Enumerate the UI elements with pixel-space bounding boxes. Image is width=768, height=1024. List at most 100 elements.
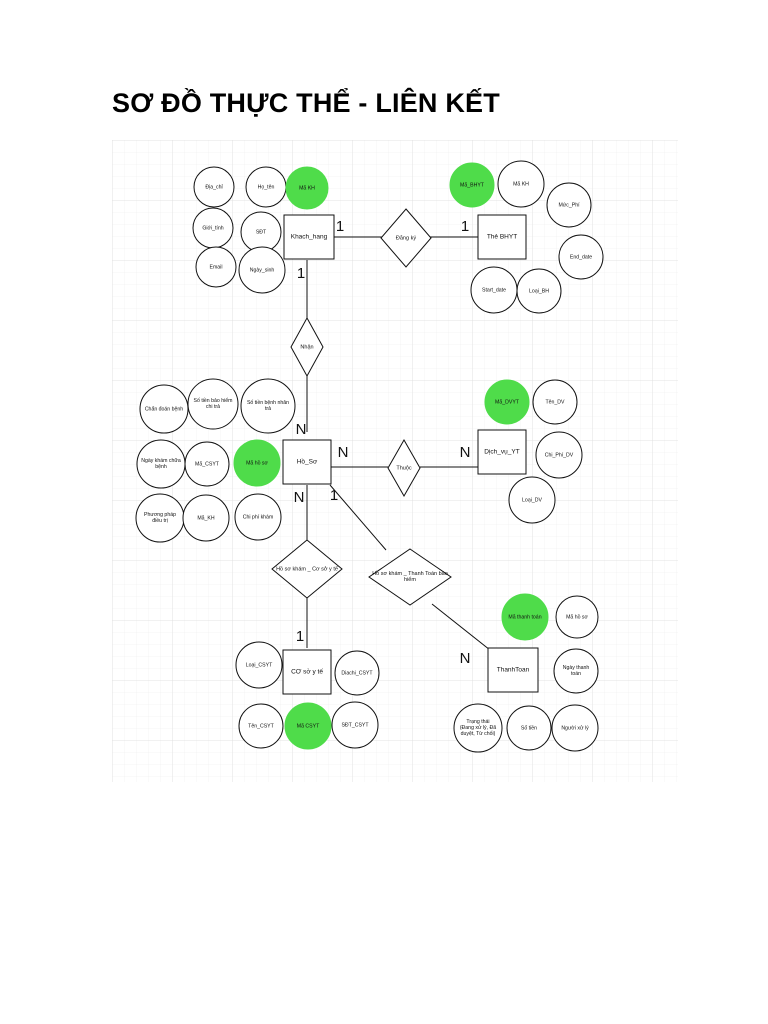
attribute-ma-kh: Mã KH — [285, 166, 329, 210]
cardinality-label: N — [296, 421, 307, 438]
attribute-label: Giới_tính — [202, 225, 223, 231]
attribute-label: Mã KH — [513, 181, 529, 187]
attribute-label: Tên_CSYT — [248, 723, 274, 729]
entity-label: Khach_hang — [291, 234, 328, 241]
attribute-end-date: End_date — [558, 234, 604, 280]
attribute-label: Mã thanh toán — [508, 614, 541, 620]
attribute-hs-ma-csyt: Mã_CSYT — [184, 441, 230, 487]
attribute-label: Mã hồ sơ — [566, 614, 588, 620]
attribute-ma-thanh-toan: Mã thanh toán — [501, 593, 549, 641]
attribute-label: Người xử lý — [561, 724, 589, 731]
attribute-label: Họ_tên — [258, 184, 275, 190]
relationship-thuoc: Thuộc — [387, 438, 421, 498]
attribute-ten-csyt: Tên_CSYT — [238, 703, 284, 749]
entity-label: Dịch_vụ_YT — [484, 449, 519, 456]
relationship-dang-ky: Đăng ký — [380, 208, 432, 268]
relationship-label: Nhận — [300, 344, 313, 350]
attribute-label: Ngày_sinh — [250, 267, 275, 273]
attribute-loai-bh: Loại_BH — [516, 268, 562, 314]
attribute-label: End_date — [570, 254, 592, 260]
attribute-label: Mức_Phí — [558, 202, 580, 208]
cardinality-label: N — [460, 650, 471, 667]
attribute-label: Mã_CSYT — [195, 461, 220, 467]
er-diagram: Khach_hang Thẻ BHYT Hồ_Sơ Dịch_vụ_YT CƠ sở y… — [112, 140, 678, 782]
attribute-sdt: SĐT — [240, 211, 282, 253]
attribute-loai-csyt: Loại_CSYT — [235, 641, 283, 689]
attribute-loai-dv: Loại_DV — [508, 476, 556, 524]
entity-co-so-y-te: CƠ sở y tế — [282, 649, 332, 695]
attribute-dia-chi: Địa_chỉ — [193, 166, 235, 208]
attribute-label: Mã_KH — [197, 515, 215, 521]
attribute-label: Địa_chỉ — [205, 183, 223, 190]
attribute-muc-phi: Mức_Phí — [546, 182, 592, 228]
attribute-bhyt-ma-kh: Mã KH — [497, 160, 545, 208]
attribute-nguoi-xu-ly: Người xử lý — [551, 704, 599, 752]
attribute-label: Mã_BHYT — [460, 182, 485, 188]
attribute-label: Mã CSYT — [297, 723, 320, 729]
attribute-ten-dv: Tên_DV — [532, 379, 578, 425]
attribute-chi-phi-kham: Chi phí khám — [234, 493, 282, 541]
attribute-ma-csyt: Mã CSYT — [284, 702, 332, 750]
attribute-label: SĐT_CSYT — [341, 722, 369, 728]
relationship-label: Hồ sơ khám _ Cơ sở y tế — [276, 565, 338, 572]
page-title: SƠ ĐỒ THỰC THỂ - LIÊN KẾT — [112, 88, 500, 118]
attribute-label: Chi_Phí_DV — [545, 452, 574, 458]
attribute-ma-dvyt: Mã_DVYT — [484, 379, 530, 425]
attribute-gioi-tinh: Giới_tính — [192, 207, 234, 249]
attribute-ma-bhyt: Mã_BHYT — [449, 162, 495, 208]
cardinality-label: N — [294, 489, 305, 506]
attribute-label: Loại_DV — [522, 497, 542, 503]
entity-label: Thẻ BHYT — [487, 234, 517, 241]
relationship-label: Thuộc — [396, 465, 412, 471]
attribute-diachi-csyt: Diachi_CSYT — [334, 650, 380, 696]
cardinality-label: N — [460, 444, 471, 461]
attribute-chan-doan-benh: Chẩn đoán bệnh — [139, 384, 189, 434]
entity-dich-vu-yt: Dịch_vụ_YT — [477, 429, 527, 475]
attribute-label: Diachi_CSYT — [341, 670, 373, 676]
cardinality-label: 1 — [296, 628, 304, 645]
attribute-chi-phi-dv: Chi_Phí_DV — [535, 431, 583, 479]
relationship-ho-so-co-so: Hồ sơ khám _ Cơ sở y tế — [271, 539, 343, 599]
attribute-label: Chẩn đoán bệnh — [145, 405, 183, 412]
attribute-label: Loại_CSYT — [246, 662, 273, 668]
attribute-label: SĐT — [256, 229, 267, 235]
entity-label: CƠ sở y tế — [291, 667, 323, 676]
entity-the-bhyt: Thẻ BHYT — [477, 214, 527, 260]
attribute-tt-ma-ho-so: Mã hồ sơ — [555, 595, 599, 639]
entity-thanh-toan: ThanhToan — [487, 647, 539, 693]
attribute-sdt-csyt: SĐT_CSYT — [331, 701, 379, 749]
attribute-label: Tên_DV — [545, 399, 565, 405]
entity-label: ThanhToan — [497, 667, 530, 674]
attribute-label: Email — [210, 264, 223, 270]
attribute-label: Chi phí khám — [243, 514, 274, 520]
cardinality-label: 1 — [330, 487, 338, 504]
connector-line — [329, 484, 387, 551]
connector-lines — [306, 236, 491, 651]
cardinality-label: 1 — [461, 218, 469, 235]
attribute-label: Số tiền — [521, 725, 537, 731]
attribute-label: Mã hồ sơ — [246, 460, 268, 466]
entity-ho-so: Hồ_Sơ — [282, 439, 332, 485]
attribute-label: Loại_BH — [529, 288, 549, 294]
attribute-ho-ten: Họ_tên — [245, 166, 287, 208]
attribute-ngay-sinh: Ngày_sinh — [238, 246, 286, 294]
cardinality-label: 1 — [336, 218, 344, 235]
attribute-so-tien: Số tiền — [506, 705, 552, 751]
cardinality-label: N — [338, 444, 349, 461]
entity-khach-hang: Khach_hang — [283, 214, 335, 260]
attribute-email: Email — [195, 246, 237, 288]
attribute-start-date: Start_date — [470, 266, 518, 314]
attribute-hs-ma-kh: Mã_KH — [182, 494, 230, 542]
attribute-label: Mã_DVYT — [495, 399, 520, 405]
